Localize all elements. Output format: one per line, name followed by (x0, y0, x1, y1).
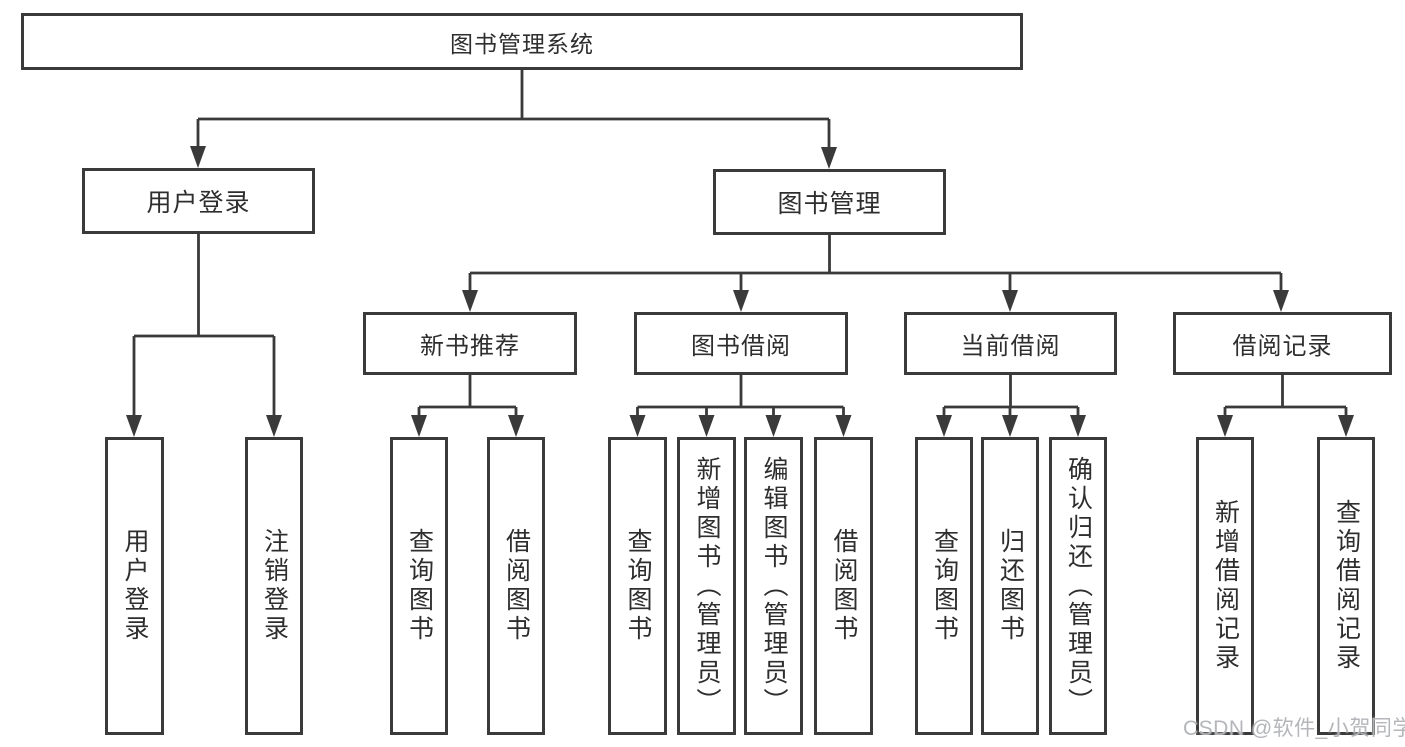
leaf-edit-book-admin: 编辑图书（管理员） (744, 437, 803, 735)
leaf-borrow-book-recommend: 借阅图书 (487, 437, 545, 735)
node-root-system: 图书管理系统 (21, 13, 1023, 70)
leaf-borrow-book: 借阅图书 (814, 437, 873, 735)
node-new-book-recommend: 新书推荐 (363, 312, 577, 375)
node-borrow-record: 借阅记录 (1173, 312, 1392, 375)
leaf-query-book-borrow: 查询图书 (608, 437, 667, 735)
leaf-query-book-recommend: 查询图书 (390, 437, 448, 735)
leaf-query-borrow-record: 查询借阅记录 (1317, 437, 1375, 735)
leaf-confirm-return-admin: 确认归还（管理员） (1049, 437, 1107, 735)
leaf-add-book-admin: 新增图书（管理员） (677, 437, 736, 735)
leaf-user-login: 用户登录 (105, 437, 164, 735)
leaf-add-borrow-record: 新增借阅记录 (1196, 437, 1254, 735)
arrowheads (126, 146, 1354, 437)
node-current-borrow: 当前借阅 (904, 312, 1117, 375)
node-user-login: 用户登录 (82, 168, 315, 234)
leaf-logout: 注销登录 (245, 437, 303, 735)
leaf-query-book-current: 查询图书 (915, 437, 973, 735)
csdn-watermark: CSDN @软件_小贺同学 (1183, 717, 1405, 740)
node-book-borrow: 图书借阅 (634, 312, 848, 375)
node-book-management: 图书管理 (713, 169, 946, 235)
leaf-return-book: 归还图书 (981, 437, 1039, 735)
